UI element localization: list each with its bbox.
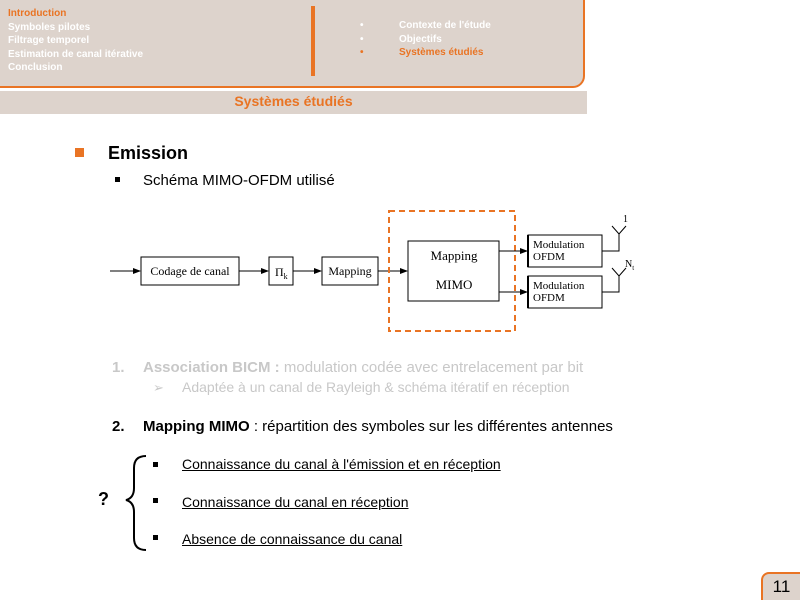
section-title-bar: Systèmes étudiés bbox=[0, 91, 587, 114]
nav-item-conclusion[interactable]: Conclusion bbox=[8, 62, 63, 73]
mod-label: Modulation bbox=[533, 239, 585, 251]
mod-label: Modulation bbox=[533, 280, 585, 292]
subsection-nav: • Contexte de l'étude • Objectifs • Système… bbox=[360, 19, 491, 60]
item1-number: 1. bbox=[112, 359, 125, 376]
bullet-icon: • bbox=[360, 47, 364, 58]
option-link-emission-reception[interactable]: Connaissance du canal à l'émission et en… bbox=[182, 456, 501, 472]
antenna-feed bbox=[602, 233, 620, 252]
coding-block bbox=[140, 256, 240, 286]
mimo-block-line2: MIMO bbox=[436, 277, 473, 292]
square-bullet-icon bbox=[153, 462, 158, 467]
header-divider bbox=[311, 6, 315, 76]
nav-item-introduction[interactable]: Introduction bbox=[8, 8, 67, 19]
curly-brace bbox=[125, 455, 147, 551]
option-link-absence[interactable]: Absence de connaissance du canal bbox=[182, 531, 403, 547]
interleaver-label: Πk bbox=[275, 265, 288, 281]
nav-item-filtrage-temporel[interactable]: Filtrage temporel bbox=[8, 35, 90, 46]
mimo-highlight-box bbox=[388, 210, 516, 332]
page-number-badge: 11 bbox=[761, 572, 800, 600]
bullet-icon: • bbox=[360, 33, 364, 45]
mapping-block bbox=[321, 256, 379, 286]
nav-item-symboles-pilotes[interactable]: Symboles pilotes bbox=[8, 21, 91, 33]
mod-label: OFDM bbox=[533, 292, 565, 304]
item2-number: 2. bbox=[112, 418, 125, 435]
header-panel: Introduction Symboles pilotes Filtrage t… bbox=[0, 0, 585, 88]
question-mark: ? bbox=[98, 489, 109, 509]
nav-item-estimation[interactable]: Estimation de canal itérative bbox=[8, 48, 144, 60]
page-number: 11 bbox=[772, 577, 791, 596]
bullet-icon: • bbox=[360, 20, 364, 31]
mod-label: OFDM bbox=[533, 251, 565, 263]
section-title: Systèmes étudiés bbox=[234, 93, 353, 109]
antenna-n-label: Nt bbox=[625, 259, 634, 272]
antenna-icon bbox=[611, 225, 627, 235]
antenna-1-label: 1 bbox=[623, 214, 628, 225]
square-bullet-icon bbox=[153, 535, 158, 540]
subnav-item-objectifs[interactable]: • Objectifs bbox=[360, 33, 491, 47]
ofdm-modulation-block-2 bbox=[527, 275, 603, 309]
subheading-schema: Schéma MIMO-OFDM utilisé bbox=[143, 172, 335, 189]
mimo-mapping-block bbox=[407, 240, 500, 302]
subnav-label: Objectifs bbox=[399, 33, 442, 45]
ofdm-modulation-block-1 bbox=[527, 234, 603, 268]
mimo-block-line1: Mapping bbox=[431, 248, 478, 263]
item2-text: Mapping MIMO : répartition des symboles … bbox=[143, 418, 613, 435]
square-bullet-icon bbox=[115, 177, 120, 182]
square-bullet-icon bbox=[153, 498, 158, 503]
subnav-item-systemes[interactable]: • Systèmes étudiés bbox=[360, 46, 491, 60]
subnav-label: Contexte de l'étude bbox=[399, 20, 491, 31]
square-bullet-icon bbox=[75, 148, 84, 157]
section-nav: Introduction Symboles pilotes Filtrage t… bbox=[8, 7, 143, 75]
item1-text: Association BICM : modulation codée avec… bbox=[143, 359, 584, 376]
subnav-item-contexte[interactable]: • Contexte de l'étude bbox=[360, 19, 491, 33]
subnav-label: Systèmes étudiés bbox=[399, 47, 484, 58]
antenna-icon bbox=[611, 267, 627, 277]
arrow-bullet-icon: ➢ bbox=[153, 380, 164, 395]
antenna-feed bbox=[602, 276, 620, 293]
heading-emission: Emission bbox=[108, 143, 189, 163]
item1-subtext: Adaptée à un canal de Rayleigh & schéma … bbox=[182, 379, 570, 395]
coding-block-label: Codage de canal bbox=[150, 264, 230, 278]
mapping-block-label: Mapping bbox=[328, 264, 371, 278]
option-link-reception[interactable]: Connaissance du canal en réception bbox=[182, 494, 409, 510]
